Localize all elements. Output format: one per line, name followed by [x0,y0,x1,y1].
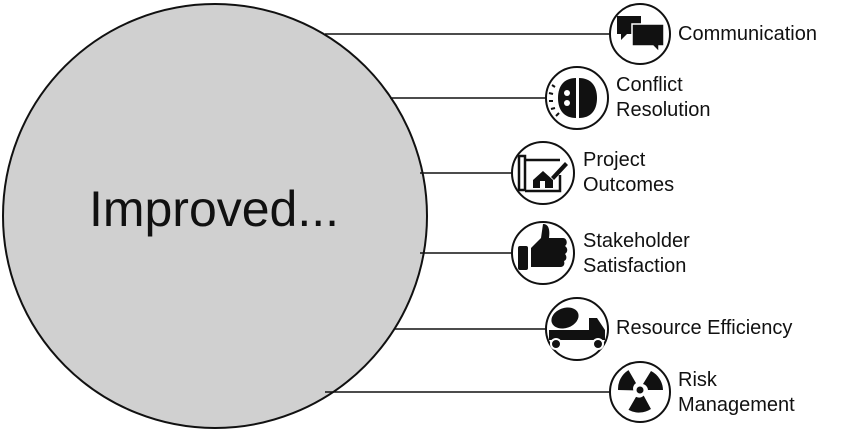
label-resource-efficiency: Resource Efficiency [616,317,793,339]
thumbs-up-icon [511,221,575,285]
radiation-icon [609,361,671,423]
center-label: Improved... [88,181,340,237]
brain-gears-icon [545,66,609,130]
house-blueprint-icon [511,141,575,205]
cement-truck-icon [545,297,609,361]
label-communication: Communication [678,23,817,45]
main-circle [2,3,428,429]
speech-bubbles-icon [609,3,671,65]
